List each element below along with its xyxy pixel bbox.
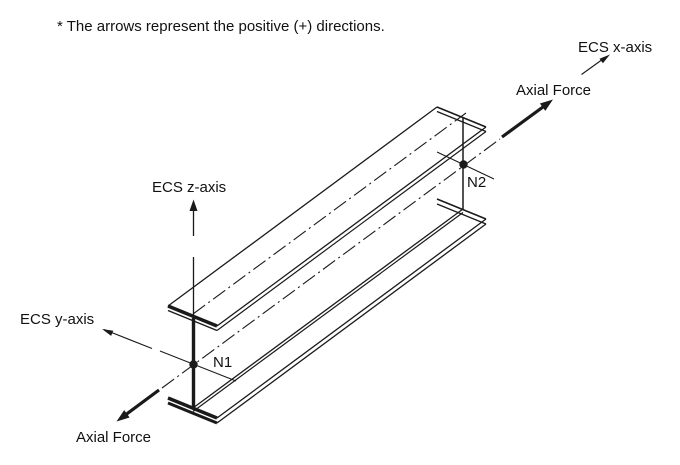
axial-force-arrow-n2 [501, 99, 553, 139]
ecs-y-axis-arrow [102, 328, 153, 350]
ecs-z-axis-arrow [189, 199, 198, 318]
ecs-y-axis-arrowhead-icon [102, 329, 114, 336]
node-n1-dot [189, 360, 198, 369]
axial-force-top-label: Axial Force [516, 82, 592, 99]
top-flange-right-end-bottom-edge [436, 110, 487, 133]
top-flange-left-end-top-edge [167, 304, 218, 328]
node-n1-transverse-tick [159, 350, 237, 382]
axial-force-bottom-label: Axial Force [76, 429, 152, 446]
axial-force-n2-arrowhead-icon [539, 99, 553, 111]
axial-force-n1-shaft [123, 388, 160, 418]
ecs-x-axis-shaft [581, 58, 604, 75]
ecs-x-axis-label: ECS x-axis [578, 39, 653, 56]
web-bottom-junction-edge-a [192, 208, 464, 409]
ecs-x-axis-arrow [581, 54, 610, 75]
ecs-x-axis-arrowhead-icon [599, 54, 610, 64]
ecs-z-axis-label: ECS z-axis [152, 179, 227, 196]
axial-force-n2-shaft [501, 104, 546, 139]
positive-directions-note: * The arrows represent the positive (+) … [57, 18, 385, 35]
top-flange-centerline [192, 112, 467, 315]
top-flange [167, 106, 487, 332]
top-flange-front-bottom-edge [216, 131, 487, 331]
top-flange-back-top-edge [167, 106, 438, 307]
member-axis-centerline [161, 138, 501, 389]
ecs-z-axis-arrowhead-icon [189, 199, 198, 211]
node-n1-label: N1 [213, 354, 233, 371]
bottom-flange-left-end-bottom-edge [167, 401, 218, 425]
bottom-flange [167, 198, 487, 425]
node-n2-dot [459, 160, 468, 169]
axial-force-n1-arrowhead-icon [116, 410, 130, 422]
top-flange-right-end-top-edge [436, 106, 487, 128]
bottom-flange-right-end-top-edge [436, 198, 487, 220]
web [191, 118, 464, 412]
axial-force-arrow-n1 [116, 388, 160, 422]
web-bottom-junction-edge-b [192, 212, 464, 412]
bottom-flange-front-top-edge [216, 218, 487, 419]
top-flange-front-top-edge [216, 126, 487, 327]
node-n2-label: N2 [467, 174, 487, 191]
bottom-flange-front-bottom-edge [216, 223, 487, 424]
bottom-flange-left-end-top-edge [167, 396, 218, 420]
centerlines [161, 112, 501, 389]
bottom-flange-right-end-bottom-edge [436, 203, 487, 225]
ecs-y-axis-label: ECS y-axis [20, 311, 95, 328]
